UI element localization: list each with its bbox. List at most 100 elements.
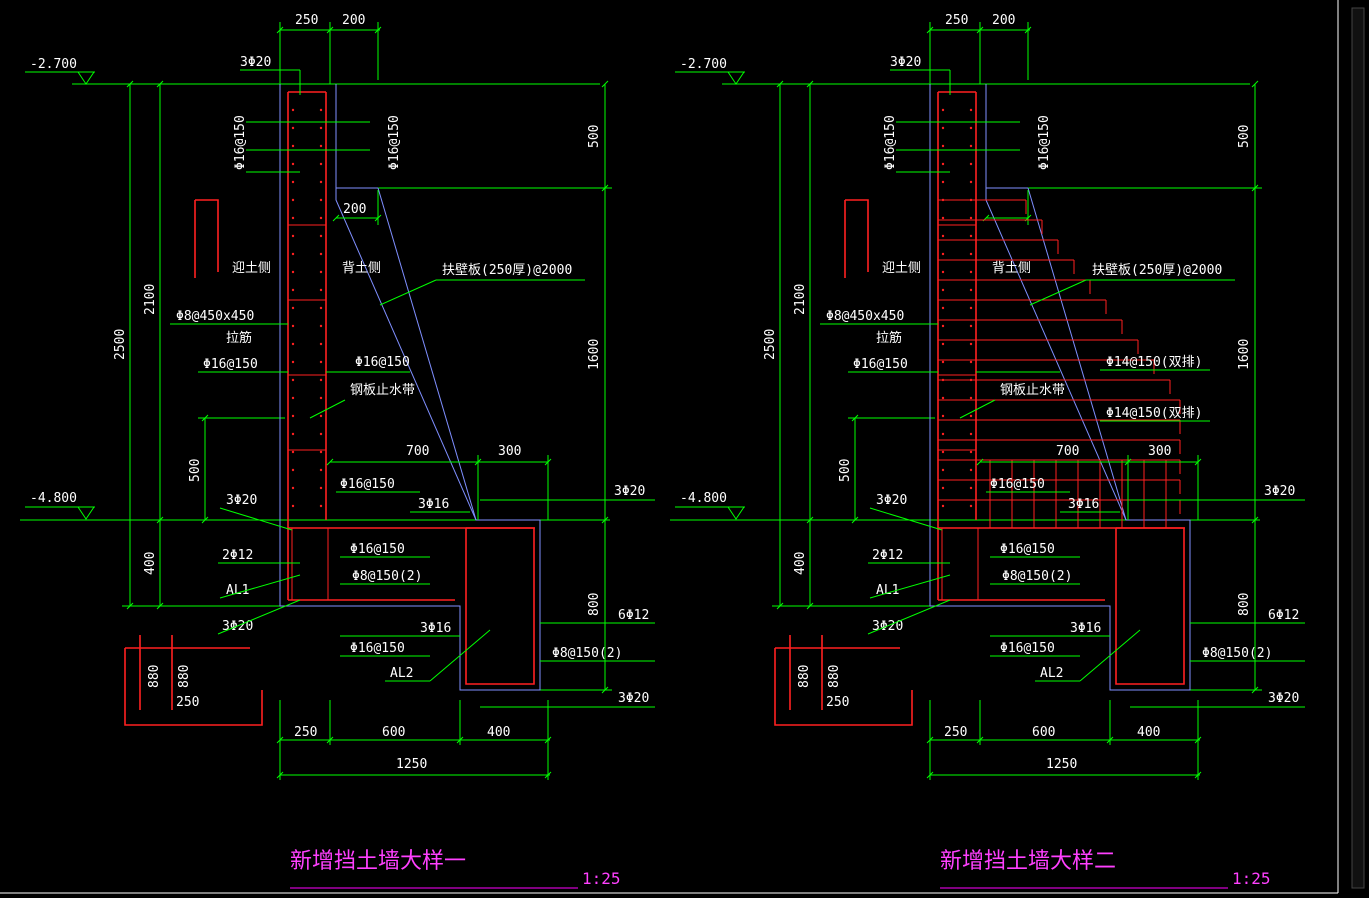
vertical-scrollbar[interactable] xyxy=(1351,7,1365,889)
rebar-dot xyxy=(319,486,323,490)
dim-300: 300 xyxy=(498,444,521,459)
rebar-dot xyxy=(319,504,323,508)
rebar-dot xyxy=(969,414,973,418)
dim-250-top: 250 xyxy=(295,13,318,28)
leader-line xyxy=(219,574,301,599)
rebar-dot xyxy=(941,324,945,328)
dimension-tick xyxy=(374,26,382,34)
rebar-dot xyxy=(291,414,295,418)
dimension-tick xyxy=(544,771,552,779)
rebar-dot xyxy=(319,144,323,148)
label-wall-right: Φ16@150 xyxy=(355,355,410,370)
dimension-tick xyxy=(926,771,934,779)
dim-880-a: 880 xyxy=(797,665,812,688)
dimension-tick xyxy=(156,80,164,88)
dimension-tick xyxy=(851,516,859,524)
rebar-dot xyxy=(319,342,323,346)
rebar-dot xyxy=(969,306,973,310)
rebar-dot xyxy=(291,270,295,274)
dimension-tick xyxy=(201,414,209,422)
rebar-dot xyxy=(291,342,295,346)
dim-200-top: 200 xyxy=(342,13,365,28)
rebar-dot xyxy=(319,252,323,256)
rebar-beam-al2 xyxy=(1115,527,1185,685)
rebar-dot xyxy=(941,288,945,292)
elevation-symbol xyxy=(77,71,95,85)
label-center-16150-c: Φ16@150 xyxy=(1000,641,1055,656)
rebar-dot xyxy=(319,432,323,436)
dim-250-top: 250 xyxy=(945,13,968,28)
leader-line xyxy=(219,507,293,531)
rebar-beam-al2 xyxy=(465,527,535,685)
rebar-dot xyxy=(291,180,295,184)
label-wall-left: Φ16@150 xyxy=(853,357,908,372)
label-center-16150-c: Φ16@150 xyxy=(350,641,405,656)
rebar-dot xyxy=(319,468,323,472)
rebar-dot xyxy=(291,504,295,508)
dim-2100: 2100 xyxy=(793,284,808,315)
label-buttress: 扶壁板(250厚)@2000 xyxy=(442,263,572,278)
label-center-3016: 3Φ16 xyxy=(418,497,449,512)
rebar-dot xyxy=(291,486,295,490)
dimension-tick xyxy=(156,516,164,524)
rebar-dot xyxy=(291,144,295,148)
dimension-tick xyxy=(126,602,134,610)
dim-1600: 1600 xyxy=(587,339,602,370)
rebar-dot xyxy=(319,414,323,418)
rebar-dot xyxy=(941,126,945,130)
label-tie2: 拉筋 xyxy=(226,330,252,346)
dimension-tick xyxy=(276,771,284,779)
rebar-dot xyxy=(969,432,973,436)
rebar-dot xyxy=(969,108,973,112)
dimension-tick xyxy=(1194,771,1202,779)
rebar-dot xyxy=(319,234,323,238)
dimension-tick xyxy=(326,458,334,466)
elevation-top-label: -2.700 xyxy=(30,57,77,72)
rebar-dot xyxy=(319,324,323,328)
dimension-tick xyxy=(601,80,609,88)
dimension-tick xyxy=(806,516,814,524)
label-buttress: 扶壁板(250厚)@2000 xyxy=(1092,263,1222,278)
dim-250-bottom: 250 xyxy=(294,725,317,740)
dim-300: 300 xyxy=(1148,444,1171,459)
dim-400-bottom: 400 xyxy=(1137,725,1160,740)
rebar-dot xyxy=(319,288,323,292)
dim-400: 400 xyxy=(143,552,158,575)
label-right-3020-b: 3Φ20 xyxy=(1268,691,1299,706)
elevation-bottom-label: -4.800 xyxy=(680,491,727,506)
rebar-dot xyxy=(291,162,295,166)
dimension-tick xyxy=(126,80,134,88)
label-top-rebar: 3Φ20 xyxy=(240,55,271,70)
rebar-dot xyxy=(319,360,323,364)
label-left-2012: 2Φ12 xyxy=(222,548,253,563)
rebar-dot xyxy=(941,180,945,184)
rebar-dot xyxy=(941,432,945,436)
face-arrow-left xyxy=(195,199,219,272)
dim-880-b: 880 xyxy=(177,665,192,688)
rebar-dot xyxy=(969,504,973,508)
dimension-tick xyxy=(926,26,934,34)
rebar-dot xyxy=(969,324,973,328)
small-section-outline xyxy=(124,648,263,726)
dimension-tick xyxy=(776,602,784,610)
dim-700: 700 xyxy=(406,444,429,459)
label-center-3016-b: 3Φ16 xyxy=(1070,621,1101,636)
label-center-16150-b: Φ16@150 xyxy=(1000,542,1055,557)
rebar-dot xyxy=(319,450,323,454)
dimension-tick xyxy=(976,458,984,466)
label-al2: AL2 xyxy=(1040,666,1063,681)
rebar-dot xyxy=(319,198,323,202)
rebar-dot xyxy=(319,108,323,112)
leader-line xyxy=(1029,279,1087,306)
label-face-out: 迎土侧 xyxy=(232,261,271,276)
dimension-tick xyxy=(976,736,984,744)
dim-800: 800 xyxy=(1237,593,1252,616)
rebar-dot xyxy=(941,468,945,472)
label-center-8150: Φ8@150(2) xyxy=(352,569,422,584)
label-right-8150: Φ8@150(2) xyxy=(1202,646,1272,661)
rebar-dot xyxy=(969,180,973,184)
dim-200-top: 200 xyxy=(992,13,1015,28)
